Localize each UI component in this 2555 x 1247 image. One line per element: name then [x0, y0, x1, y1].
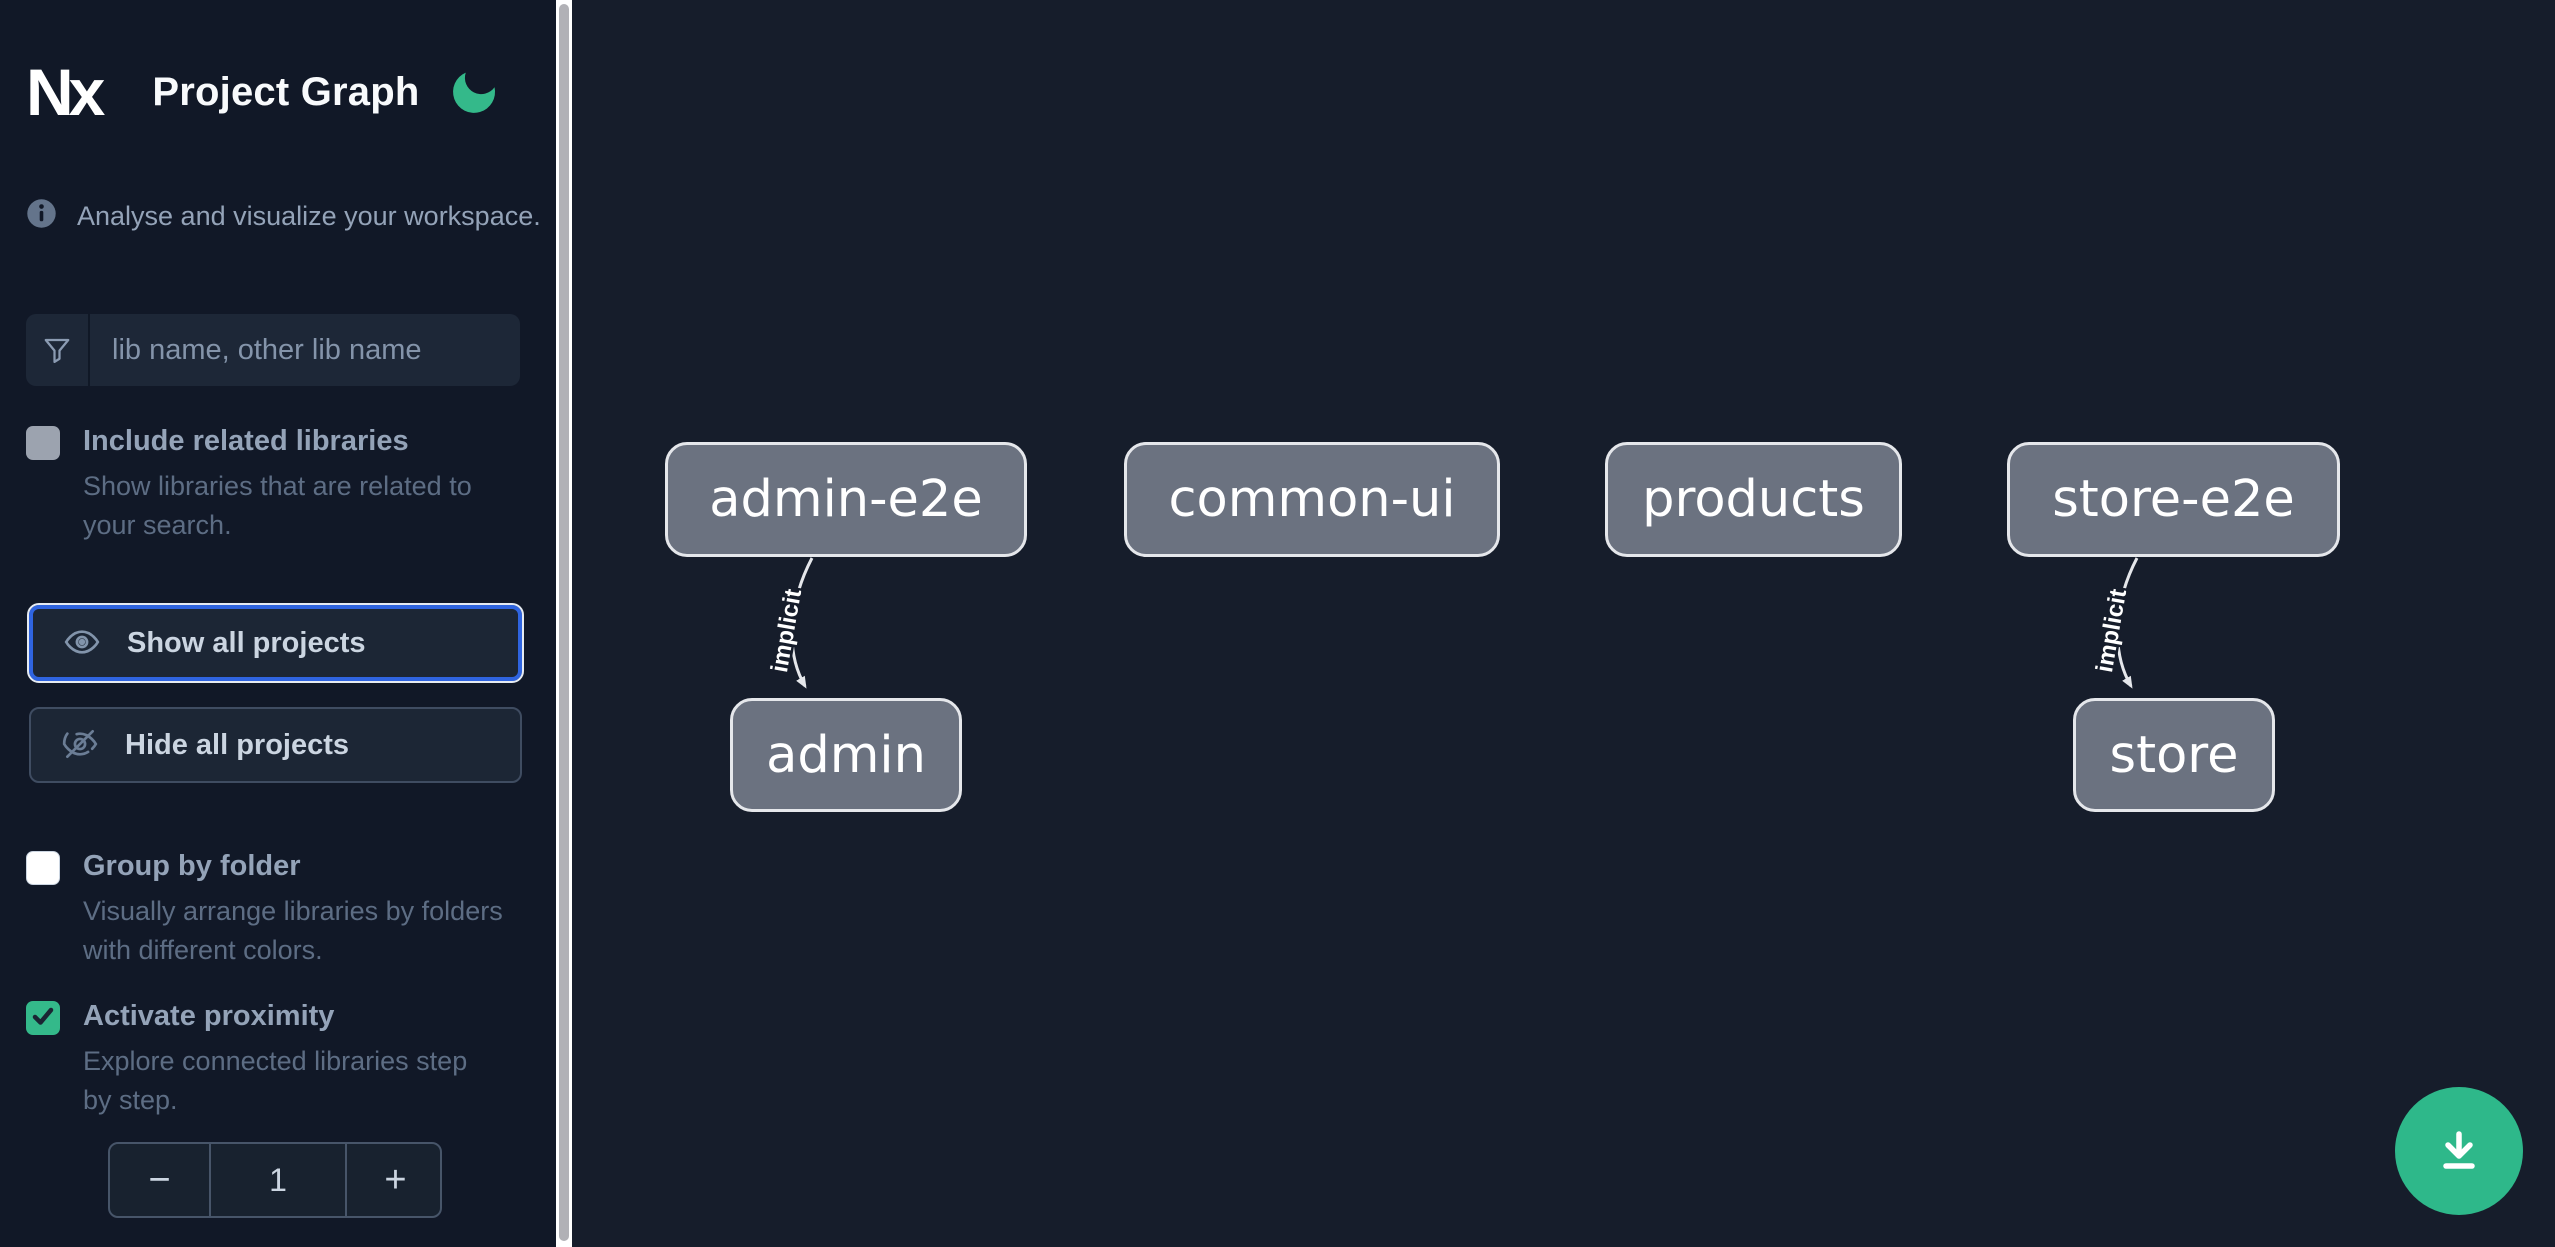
- hide-all-projects-label: Hide all projects: [125, 728, 350, 761]
- node-label: admin: [766, 725, 926, 785]
- sidebar: Nx Project Graph Analyse and visualize y…: [0, 0, 556, 1247]
- decrement-button[interactable]: −: [110, 1144, 209, 1216]
- graph-edges: implicit implicit: [764, 557, 2139, 689]
- graph-canvas[interactable]: implicit implicit admin-e2e common-ui pr…: [572, 0, 2555, 1247]
- node-label: admin-e2e: [709, 470, 983, 529]
- group-by-folder-label: Group by folder: [83, 850, 301, 882]
- option-include-related: Include related libraries Show libraries…: [26, 424, 526, 545]
- include-related-description: Show libraries that are related to your …: [83, 471, 472, 540]
- proximity-depth-stepper: − 1 +: [108, 1142, 442, 1218]
- group-by-folder-checkbox[interactable]: [26, 851, 60, 885]
- download-icon: [2430, 1121, 2488, 1182]
- info-icon: [26, 198, 57, 234]
- option-group-by-folder: Group by folder Visually arrange librari…: [26, 849, 526, 970]
- edge-label: implicit: [2091, 587, 2132, 674]
- eye-icon: [63, 623, 101, 664]
- graph-node-store[interactable]: store: [2073, 698, 2275, 812]
- activate-proximity-checkbox[interactable]: [26, 1001, 60, 1035]
- tagline-row: Analyse and visualize your workspace.: [26, 198, 541, 234]
- hide-all-projects-button[interactable]: Hide all projects: [29, 707, 522, 783]
- filter-icon: [26, 314, 90, 386]
- edge-store-e2e-store[interactable]: implicit: [2089, 557, 2139, 689]
- include-related-label: Include related libraries: [83, 425, 409, 457]
- edge-label: implicit: [766, 587, 807, 674]
- show-all-projects-button[interactable]: Show all projects: [27, 603, 524, 683]
- page-title: Project Graph: [152, 69, 420, 114]
- sidebar-scrollbar-thumb[interactable]: [559, 4, 569, 1241]
- activate-proximity-label: Activate proximity: [83, 1000, 335, 1032]
- edge-admin-e2e-admin[interactable]: implicit: [764, 557, 814, 689]
- graph-node-admin-e2e[interactable]: admin-e2e: [665, 442, 1027, 557]
- check-icon: [30, 1003, 56, 1034]
- node-label: store-e2e: [2052, 470, 2295, 529]
- node-label: products: [1642, 470, 1865, 529]
- graph-node-products[interactable]: products: [1605, 442, 1902, 557]
- proximity-depth-value: 1: [209, 1144, 347, 1216]
- node-label: store: [2109, 725, 2239, 785]
- sidebar-scrollbar-track[interactable]: [556, 0, 572, 1247]
- increment-button[interactable]: +: [347, 1144, 444, 1216]
- activate-proximity-description: Explore connected libraries step by step…: [83, 1046, 468, 1115]
- moon-icon: [446, 72, 502, 123]
- search-input[interactable]: [90, 314, 520, 386]
- node-label: common-ui: [1168, 470, 1456, 529]
- sidebar-header: Nx Project Graph: [26, 46, 526, 138]
- group-by-folder-description: Visually arrange libraries by folders wi…: [83, 896, 503, 965]
- include-related-checkbox[interactable]: [26, 426, 60, 460]
- nx-logo: Nx: [26, 55, 105, 129]
- graph-node-store-e2e[interactable]: store-e2e: [2007, 442, 2340, 557]
- tagline-text: Analyse and visualize your workspace.: [77, 200, 541, 231]
- download-graph-button[interactable]: [2395, 1087, 2523, 1215]
- show-all-projects-label: Show all projects: [127, 626, 366, 659]
- option-activate-proximity: Activate proximity Explore connected lib…: [26, 999, 526, 1120]
- graph-node-admin[interactable]: admin: [730, 698, 962, 812]
- theme-toggle-button[interactable]: [446, 64, 502, 120]
- eye-off-icon: [61, 725, 99, 766]
- graph-node-common-ui[interactable]: common-ui: [1124, 442, 1500, 557]
- search-box: [26, 314, 520, 386]
